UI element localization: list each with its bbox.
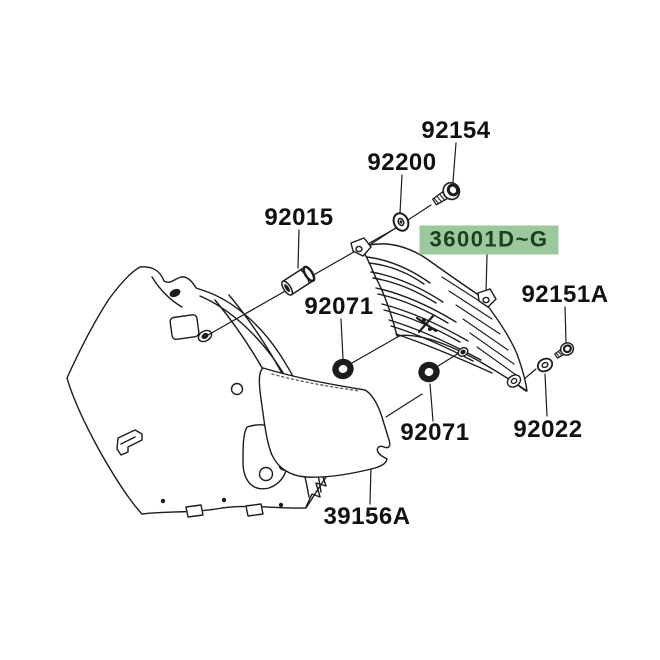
part-label-92154: 92154 — [421, 117, 491, 144]
part-label-92022: 92022 — [513, 416, 583, 443]
spring-clip — [415, 314, 438, 334]
bolt-92151a — [554, 342, 575, 359]
part-label-36001dg-highlighted: 36001D~G — [419, 225, 559, 255]
washer-92022 — [536, 357, 554, 373]
flange-bolt-92154 — [432, 181, 461, 206]
grommet-lower-92071 — [418, 361, 440, 383]
vent-cover-36001dg — [350, 237, 528, 392]
part-label-92200: 92200 — [367, 149, 437, 176]
washer-92200 — [392, 212, 410, 232]
grommet-upper-92071 — [332, 358, 354, 380]
part-label-92015: 92015 — [264, 204, 334, 231]
pad-panel-39156a — [258, 367, 391, 478]
part-label-39156a: 39156A — [323, 503, 411, 530]
part-label-92071-upper: 92071 — [304, 293, 374, 320]
collar-92015 — [281, 265, 316, 296]
part-label-92071-lower: 92071 — [400, 419, 470, 446]
part-label-92151a: 92151A — [521, 281, 609, 308]
